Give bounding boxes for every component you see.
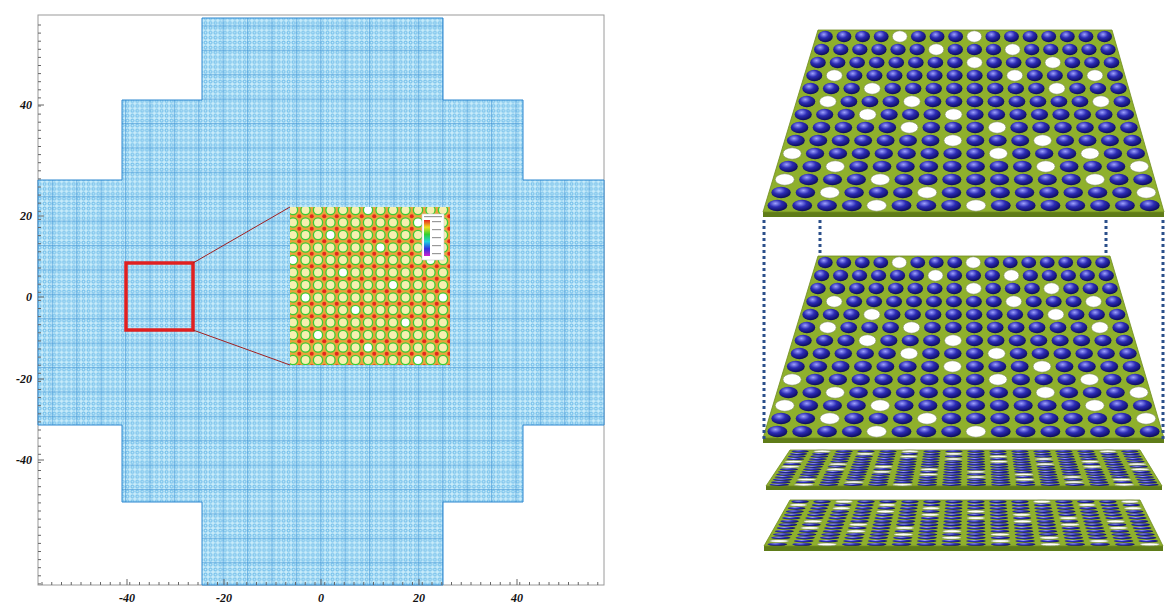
axis-tick-label: 0	[318, 591, 324, 605]
axis-tick-label: 40	[20, 98, 32, 112]
axis-tick-label: 20	[20, 209, 32, 223]
axis-tick-label: 0	[26, 290, 32, 304]
axis-tick-label: -40	[16, 453, 32, 467]
axis-tick-label: -40	[119, 591, 135, 605]
axis-tick-label: -20	[16, 372, 32, 386]
axis-tick-label: 20	[413, 591, 425, 605]
axis-tick-label: -20	[216, 591, 232, 605]
axis-tick-label: 40	[511, 591, 523, 605]
